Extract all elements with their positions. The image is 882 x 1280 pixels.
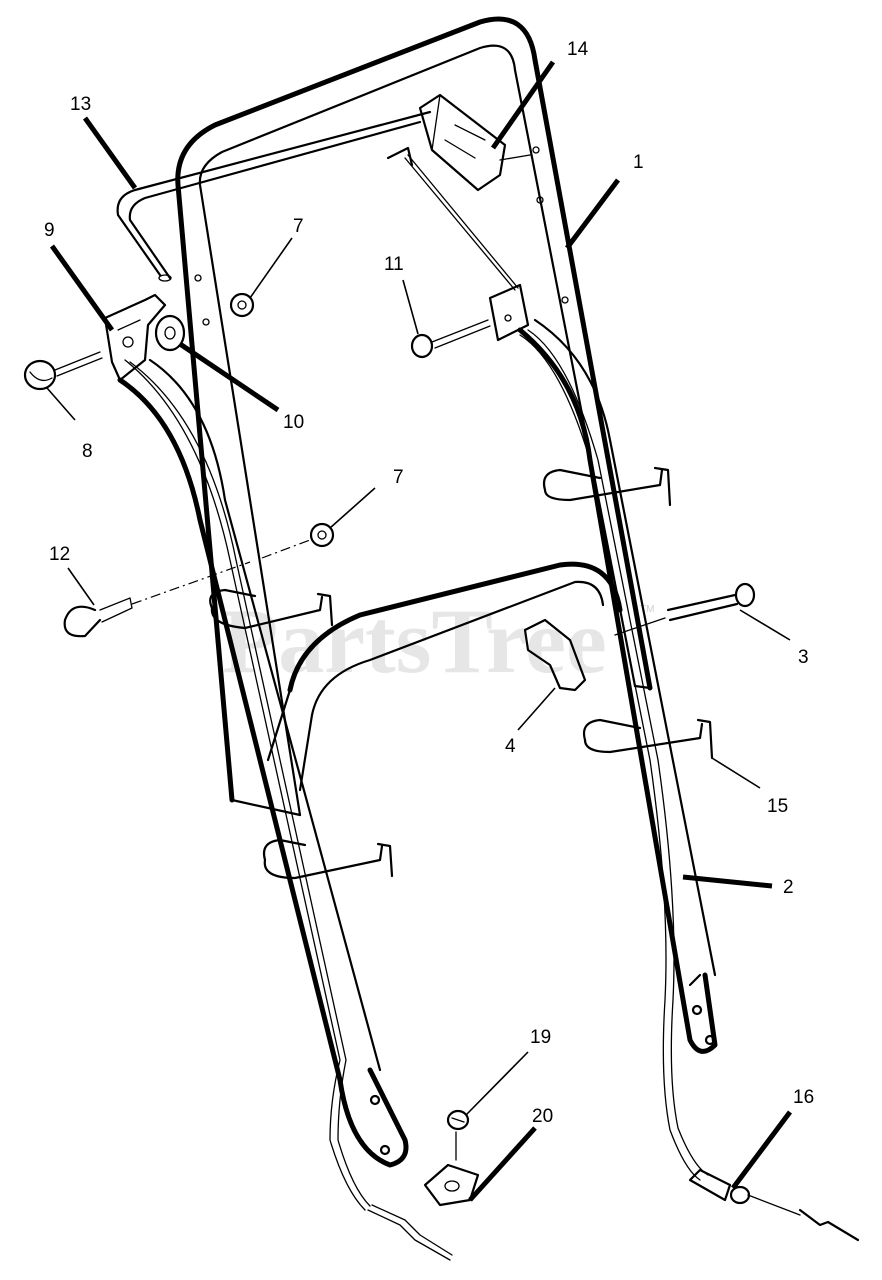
callout-4: 4 bbox=[505, 736, 516, 757]
lock-nut-lower bbox=[309, 522, 335, 548]
knob-4 bbox=[523, 618, 587, 692]
upper-handle bbox=[175, 16, 653, 817]
cable-end-16 bbox=[688, 1168, 860, 1242]
leader-19 bbox=[465, 1051, 529, 1116]
cable-clip-2 bbox=[209, 588, 334, 630]
leader-4 bbox=[517, 687, 556, 731]
leader-7b bbox=[329, 487, 376, 529]
bolt-3 bbox=[614, 582, 756, 636]
leader-7a bbox=[249, 237, 293, 299]
callout-19: 19 bbox=[530, 1027, 551, 1048]
leader-10 bbox=[178, 341, 280, 413]
callout-11: 11 bbox=[384, 254, 404, 275]
watermark-tm: TM bbox=[640, 604, 654, 615]
cable-clip-4 bbox=[262, 838, 394, 880]
callout-3: 3 bbox=[798, 647, 809, 668]
leader-3 bbox=[739, 609, 791, 641]
callout-13: 13 bbox=[70, 94, 91, 115]
clamp-20 bbox=[423, 1163, 480, 1207]
leader-11 bbox=[402, 279, 419, 335]
leader-15 bbox=[711, 757, 761, 789]
leader-13 bbox=[82, 116, 138, 190]
leader-14 bbox=[490, 60, 556, 150]
callout-20: 20 bbox=[532, 1106, 553, 1127]
callout-8: 8 bbox=[82, 441, 93, 462]
leader-1 bbox=[565, 178, 620, 250]
callout-15: 15 bbox=[767, 796, 788, 817]
lower-handle bbox=[117, 318, 718, 1168]
watermark-text: PartsTree bbox=[222, 590, 607, 692]
callout-10: 10 bbox=[283, 412, 304, 433]
control-lever bbox=[103, 293, 167, 382]
callout-2: 2 bbox=[783, 877, 794, 898]
leader-12 bbox=[67, 567, 95, 606]
callout-14: 14 bbox=[567, 39, 589, 60]
callout-12: 12 bbox=[49, 544, 70, 565]
leader-16 bbox=[731, 1110, 792, 1190]
leader-8 bbox=[46, 387, 76, 421]
control-cable bbox=[124, 329, 709, 1261]
upper-bracket bbox=[418, 93, 531, 192]
callout-7b: 7 bbox=[393, 467, 404, 488]
screw-19 bbox=[446, 1109, 470, 1161]
callout-1: 1 bbox=[633, 152, 644, 173]
bolt-11 bbox=[410, 319, 491, 359]
cable-clip-1 bbox=[542, 466, 672, 507]
washer-10 bbox=[154, 314, 186, 352]
lower-bracket bbox=[488, 283, 530, 342]
eyebolt-12 bbox=[63, 597, 133, 638]
link-rod bbox=[386, 146, 519, 291]
callout-7a: 7 bbox=[293, 216, 304, 237]
leader-20 bbox=[468, 1126, 537, 1202]
leader-9 bbox=[49, 244, 115, 332]
leader-2 bbox=[682, 874, 773, 889]
control-rod bbox=[116, 110, 432, 282]
knob-8 bbox=[23, 351, 103, 391]
cable-clip-3 bbox=[582, 718, 714, 760]
callout-9: 9 bbox=[44, 220, 55, 241]
callout-16: 16 bbox=[793, 1087, 814, 1108]
lock-nut-upper bbox=[229, 292, 255, 318]
